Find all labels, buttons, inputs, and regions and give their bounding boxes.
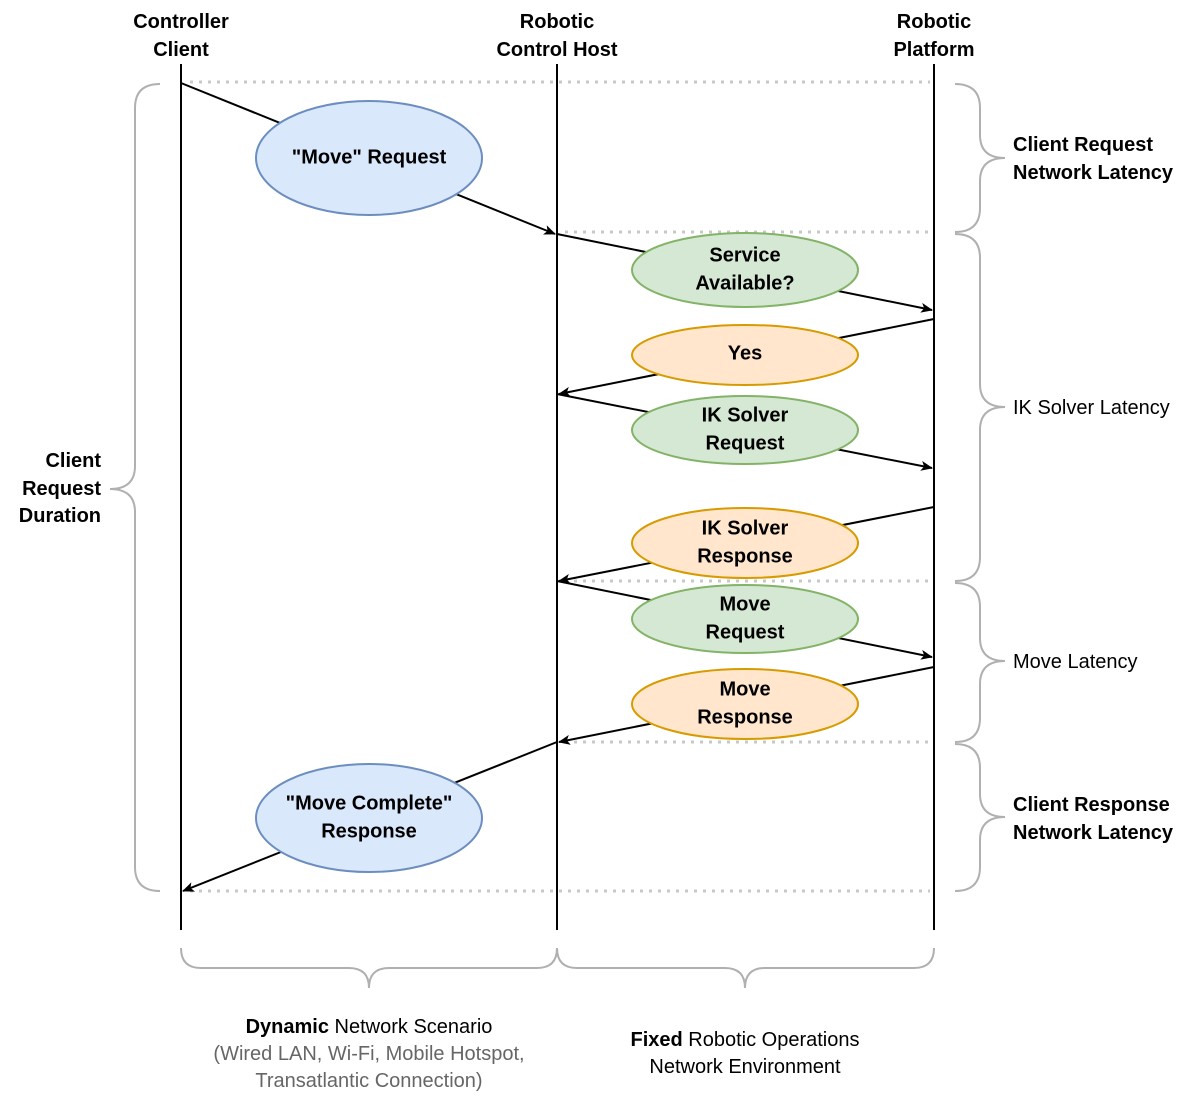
move-response-node: Move Response xyxy=(631,668,859,740)
move-request-label: "Move" Request xyxy=(292,146,447,168)
yes-label: Yes xyxy=(728,342,762,364)
move-complete-response-label-line2: Response xyxy=(321,820,417,842)
ik-solver-latency-label: IK Solver Latency xyxy=(1013,397,1170,419)
service-available-label-line1: Service xyxy=(709,244,780,266)
fixed-network-title-line2: Network Environment xyxy=(649,1056,841,1078)
client-request-duration-label-line1: Client xyxy=(45,450,101,472)
fixed-network-title-bold: Fixed xyxy=(630,1029,682,1051)
service-available-node: Service Available? xyxy=(631,232,859,308)
ik-solver-response-label-line2: Response xyxy=(697,545,793,567)
client-response-latency-label-line2: Network Latency xyxy=(1013,822,1174,844)
move-complete-response-label-line1: "Move Complete" xyxy=(286,792,453,814)
dynamic-network-title-bold: Dynamic xyxy=(246,1016,329,1038)
dynamic-network-title: Dynamic Network Scenario xyxy=(246,1016,493,1038)
fixed-network-title-rest: Robotic Operations xyxy=(683,1029,860,1051)
move-request-platform-label-line1: Move xyxy=(719,593,770,615)
ik-solver-latency-brace xyxy=(954,233,1006,582)
dynamic-network-title-rest: Network Scenario xyxy=(329,1016,492,1038)
controller-client-header-line2: Client xyxy=(153,39,209,61)
move-request-platform-label-line2: Request xyxy=(706,621,785,643)
yes-node: Yes xyxy=(631,324,859,386)
fixed-network-title: Fixed Robotic Operations xyxy=(630,1029,859,1051)
move-latency-brace xyxy=(954,582,1006,743)
control-host-header-line1: Robotic xyxy=(520,11,594,33)
ik-solver-request-node: IK Solver Request xyxy=(631,395,859,465)
platform-header-line1: Robotic xyxy=(897,11,971,33)
ik-solver-response-label-line1: IK Solver xyxy=(702,517,789,539)
client-request-latency-label-line1: Client Request xyxy=(1013,134,1153,156)
client-request-latency-label-line2: Network Latency xyxy=(1013,162,1174,184)
move-request-node: "Move" Request xyxy=(255,100,483,216)
client-response-latency-label-line1: Client Response xyxy=(1013,794,1170,816)
client-response-latency-brace xyxy=(954,743,1006,892)
dynamic-network-details-line1: (Wired LAN, Wi-Fi, Mobile Hotspot, xyxy=(213,1043,524,1065)
move-response-label-line2: Response xyxy=(697,706,793,728)
control-host-header-line2: Control Host xyxy=(496,39,617,61)
move-response-label-line1: Move xyxy=(719,678,770,700)
platform-header-line2: Platform xyxy=(893,39,974,61)
ik-solver-response-node: IK Solver Response xyxy=(631,507,859,579)
move-request-platform-node: Move Request xyxy=(631,584,859,654)
client-request-latency-brace xyxy=(954,83,1006,233)
service-available-label-line2: Available? xyxy=(695,272,794,294)
client-request-duration-label-line2: Request xyxy=(22,478,101,500)
move-latency-label: Move Latency xyxy=(1013,651,1138,673)
fixed-network-brace xyxy=(556,947,935,989)
ik-solver-request-label-line1: IK Solver xyxy=(702,404,789,426)
dynamic-network-brace xyxy=(180,947,558,989)
dynamic-network-details-line2: Transatlantic Connection) xyxy=(255,1070,482,1092)
client-request-duration-brace xyxy=(109,83,161,892)
move-complete-response-node: "Move Complete" Response xyxy=(255,763,483,873)
controller-client-header-line1: Controller xyxy=(133,11,229,33)
client-request-duration-label-line3: Duration xyxy=(19,505,101,527)
ik-solver-request-label-line2: Request xyxy=(706,432,785,454)
